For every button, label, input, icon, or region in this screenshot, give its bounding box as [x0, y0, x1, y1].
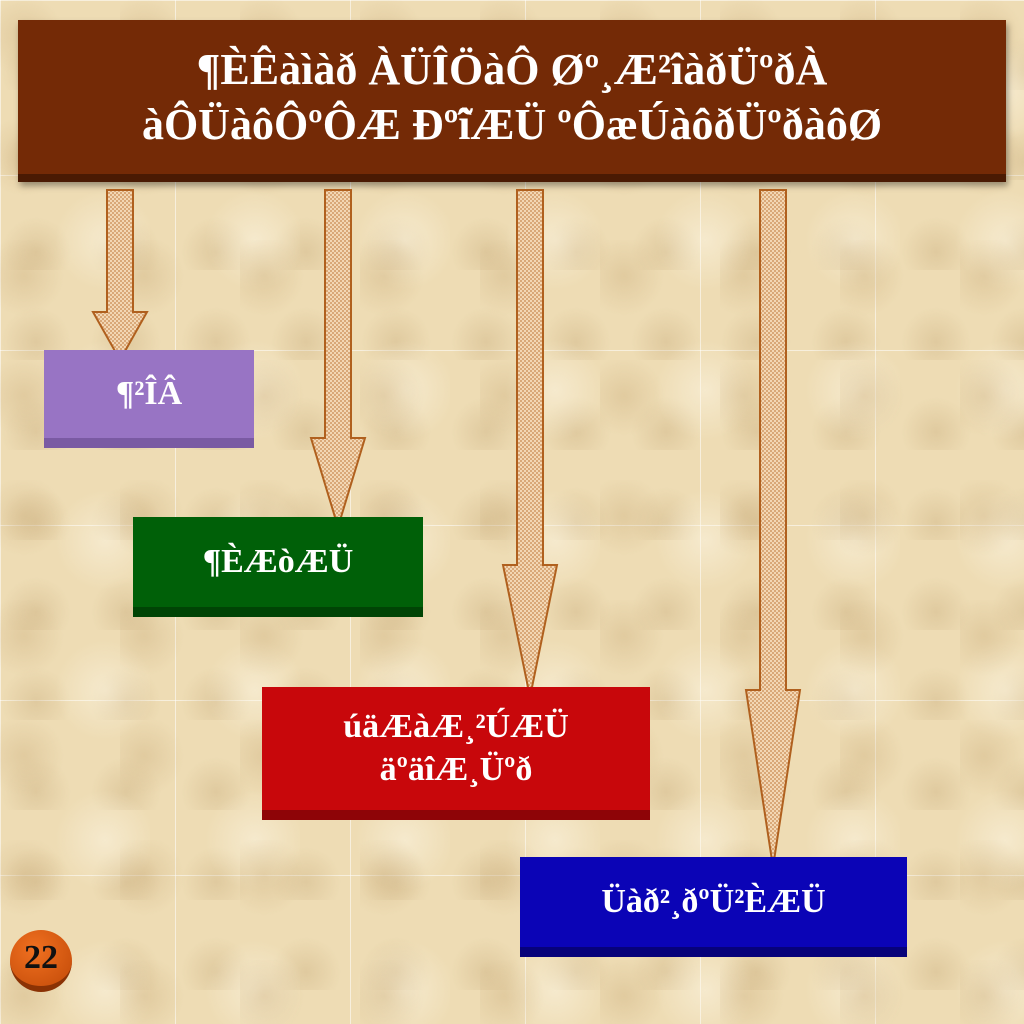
title-line-1: ¶ÈÊàìàð ÀÜÎÖàÔ Øº¸Æ²îàðÜºðÀ: [196, 45, 828, 94]
node-box-4: Üàð²¸ðºÜ²ÈÆÜ: [520, 857, 907, 957]
arrow-to-box-3: [501, 189, 559, 698]
node-box-1-label: ¶²ÎÂ: [115, 374, 183, 412]
node-box-1: ¶²ÎÂ: [44, 350, 254, 448]
node-box-2: ¶ÈÆòÆÜ: [133, 517, 423, 617]
node-box-4-label: Üàð²¸ðºÜ²ÈÆÜ: [601, 882, 826, 920]
arrow-to-box-1: [91, 189, 149, 363]
node-box-3-label-line-2: äºäîÆ¸Üºð: [379, 750, 533, 788]
title-line-2: àÔÜàôÔºÔÆ Ðº̃îÆÜ ºÔæÚàôðÜºðàôØ: [141, 100, 883, 149]
arrow-to-box-4: [744, 189, 802, 868]
diagram-title-box: ¶ÈÊàìàð ÀÜÎÖàÔ Øº¸Æ²îàðÜºðÀ àÔÜàôÔºÔÆ Ðº…: [18, 20, 1006, 182]
arrow-to-box-2: [309, 189, 367, 531]
node-box-3: úäÆàÆ¸²ÚÆÜ äºäîÆ¸Üºð: [262, 687, 650, 820]
node-box-2-label: ¶ÈÆòÆÜ: [202, 542, 354, 580]
page-number-badge: 22: [10, 930, 72, 992]
node-box-3-label-line-1: úäÆàÆ¸²ÚÆÜ: [343, 708, 569, 745]
